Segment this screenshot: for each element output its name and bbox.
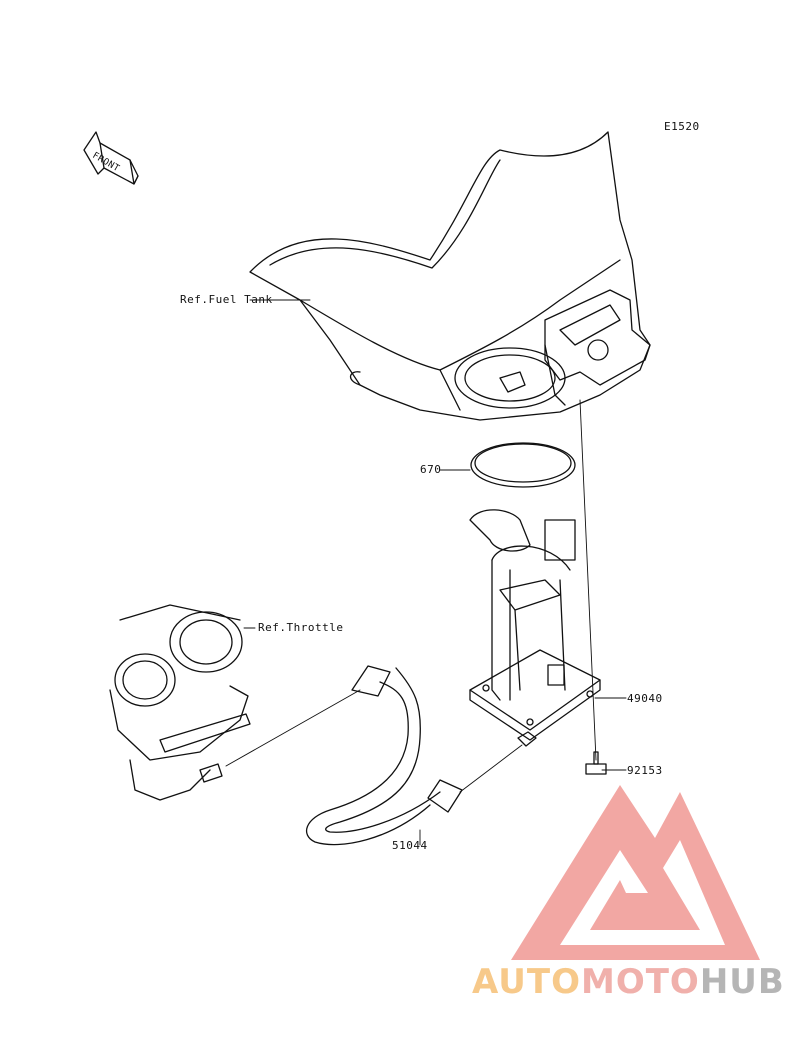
- callout-fuel-tank: Ref.Fuel Tank: [180, 293, 273, 306]
- callout-gasket: 670: [420, 463, 442, 476]
- callout-throttle: Ref.Throttle: [258, 621, 344, 634]
- diagram-code: E1520: [664, 120, 700, 133]
- gasket-drawing: [470, 442, 576, 488]
- watermark-auto: AUTO: [472, 962, 581, 1002]
- watermark-triangle-logo: [511, 785, 760, 960]
- bolt-drawing: [585, 751, 607, 775]
- fuel-tank-drawing: [249, 131, 651, 421]
- watermark-wordmark: AUTOMOTOHUB: [472, 962, 785, 1002]
- watermark-hub: HUB: [699, 962, 785, 1002]
- callout-bolt: 92153: [627, 764, 663, 777]
- fuel-hose-drawing: [305, 665, 463, 846]
- watermark-moto: MOTO: [580, 962, 700, 1002]
- leader-lines: [225, 299, 627, 846]
- fuel-pump-drawing: [469, 509, 601, 747]
- throttle-body-drawing: [109, 604, 251, 801]
- callout-pump-assy: 49040: [627, 692, 663, 705]
- front-arrow-icon: [83, 131, 139, 185]
- callout-hose: 51044: [392, 839, 428, 852]
